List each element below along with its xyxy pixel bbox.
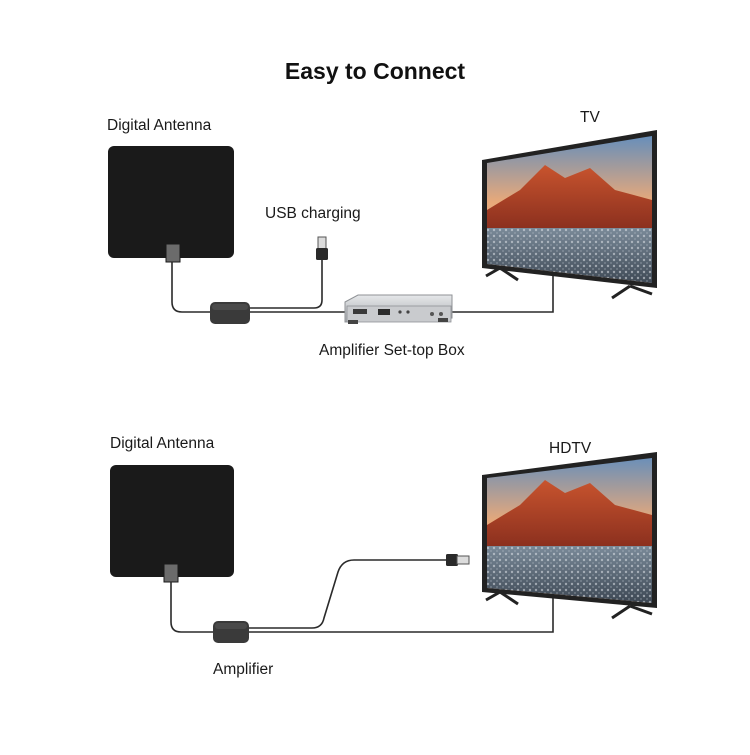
bottom-antenna <box>110 465 234 583</box>
tv-label: TV <box>580 109 600 126</box>
bottom-amplifier <box>213 621 249 643</box>
top-usb-plug-icon <box>316 236 328 260</box>
top-cables <box>171 258 554 313</box>
set-top-box <box>344 294 453 324</box>
hdtv-label: HDTV <box>549 440 592 457</box>
top-amplifier <box>210 302 250 324</box>
top-antenna-label: Digital Antenna <box>107 117 212 134</box>
bottom-antenna-label: Digital Antenna <box>110 435 215 452</box>
usb-charging-label: USB charging <box>265 205 361 222</box>
page-title: Easy to Connect <box>284 58 466 84</box>
bottom-tv <box>482 452 657 620</box>
amplifier-label: Amplifier <box>213 661 274 678</box>
top-antenna <box>108 146 234 263</box>
set-top-box-label: Amplifier Set-top Box <box>319 342 465 359</box>
bottom-usb-plug-icon <box>446 554 470 566</box>
top-tv <box>482 130 657 300</box>
bottom-cables <box>170 559 554 633</box>
